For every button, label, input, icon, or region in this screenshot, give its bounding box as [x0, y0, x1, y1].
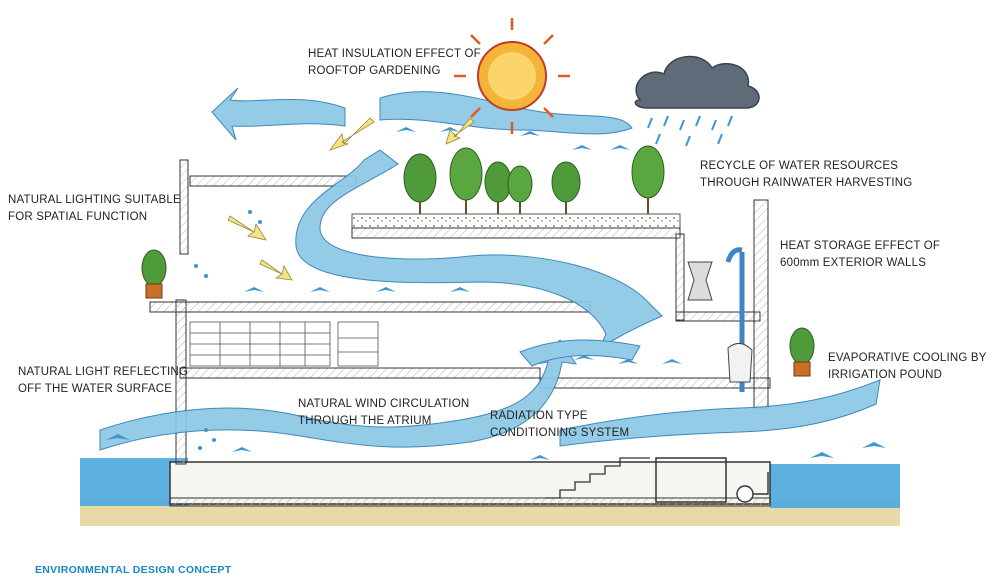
- upper-left-wall: [179, 159, 189, 255]
- label-line: HEAT INSULATION EFFECT OF: [308, 48, 481, 60]
- label-line: CONDITIONING SYSTEM: [490, 427, 630, 439]
- rain-cloud-icon: [634, 55, 760, 147]
- label-light-reflecting: NATURAL LIGHT REFLECTING OFF THE WATER S…: [18, 364, 188, 398]
- label-wind-circulation: NATURAL WIND CIRCULATION THROUGH THE ATR…: [298, 396, 469, 430]
- label-heat-insulation: HEAT INSULATION EFFECT OF ROOFTOP GARDEN…: [308, 46, 481, 80]
- tree-icon: [403, 153, 437, 214]
- label-line: OFF THE WATER SURFACE: [18, 383, 173, 395]
- pump-pipe: [753, 472, 769, 495]
- label-heat-storage: HEAT STORAGE EFFECT OF 600mm EXTERIOR WA…: [780, 238, 940, 272]
- basement-structure: [169, 461, 771, 505]
- upper-left-roof-slab: [189, 175, 357, 187]
- tree-icon: [507, 165, 533, 214]
- label-line: IRRIGATION POUND: [828, 369, 943, 381]
- label-line: FOR SPATIAL FUNCTION: [8, 211, 148, 223]
- cooling-tower-icon: [687, 261, 713, 301]
- right-inner-wall: [675, 233, 685, 321]
- roof-garden-soil: [351, 213, 681, 229]
- label-line: NATURAL LIGHTING SUITABLE: [8, 194, 181, 206]
- sunlight-rays: [227, 117, 475, 281]
- figure-caption: ENVIRONMENTAL DESIGN CONCEPT: [35, 564, 232, 576]
- tree-icon: [484, 161, 512, 214]
- basement-tank: [655, 457, 727, 503]
- evaporative-unit: [727, 343, 753, 383]
- rain-drops: [194, 210, 262, 450]
- tree-icon: [631, 145, 665, 214]
- rainwater-pipe-top: [725, 247, 743, 263]
- label-line: THROUGH THE ATRIUM: [298, 415, 432, 427]
- right-water-pool: [770, 464, 900, 508]
- label-line: NATURAL WIND CIRCULATION: [298, 398, 470, 410]
- label-line: NATURAL LIGHT REFLECTING: [18, 366, 189, 378]
- pump-icon: [736, 485, 754, 503]
- label-line: 600mm EXTERIOR WALLS: [780, 257, 927, 269]
- label-line: THROUGH RAINWATER HARVESTING: [700, 177, 913, 189]
- label-evaporative-cooling: EVAPORATIVE COOLING BY IRRIGATION POUND: [828, 350, 987, 384]
- rooftop-trees: [403, 145, 665, 214]
- staircase: [545, 457, 650, 499]
- label-recycle-water: RECYCLE OF WATER RESOURCES THROUGH RAINW…: [700, 158, 912, 192]
- roof-garden-slab: [351, 227, 681, 239]
- air-rise-markers: [106, 127, 886, 460]
- label-line: ROOFTOP GARDENING: [308, 65, 441, 77]
- label-radiation-type: RADIATION TYPE CONDITIONING SYSTEM: [490, 408, 629, 442]
- label-line: HEAT STORAGE EFFECT OF: [780, 240, 941, 252]
- tree-icon: [551, 161, 581, 214]
- potted-plant-icon: [789, 327, 815, 377]
- right-exterior-wall: [753, 199, 769, 409]
- interior-shelving: [189, 321, 379, 367]
- first-floor-slab: [149, 301, 591, 313]
- label-line: RECYCLE OF WATER RESOURCES: [700, 160, 899, 172]
- potted-plant-icon: [141, 249, 167, 299]
- label-natural-lighting: NATURAL LIGHTING SUITABLE FOR SPATIAL FU…: [8, 192, 181, 226]
- tree-icon: [449, 147, 483, 214]
- label-line: RADIATION TYPE: [490, 410, 588, 422]
- label-line: EVAPORATIVE COOLING BY: [828, 352, 987, 364]
- sun-icon: [454, 18, 570, 134]
- ground-floor-slab: [179, 367, 541, 379]
- basement-slab: [169, 497, 771, 507]
- left-exterior-wall: [175, 299, 187, 465]
- right-slab: [675, 311, 761, 322]
